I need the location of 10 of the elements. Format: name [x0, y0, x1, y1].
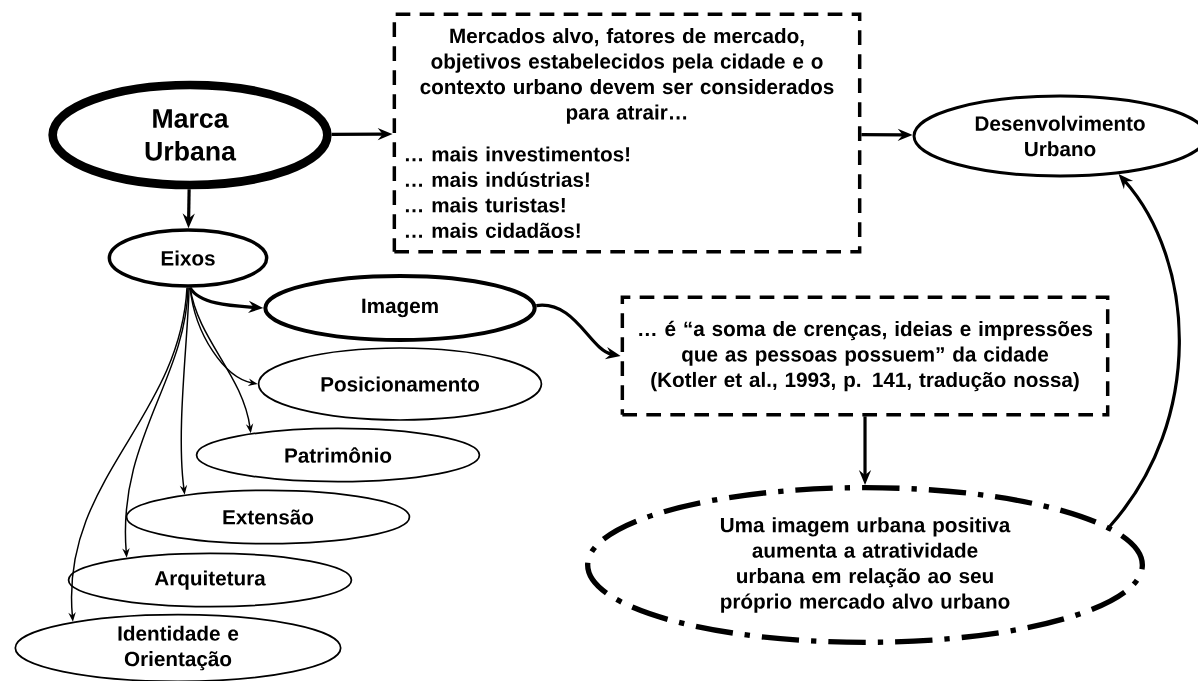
- ellipse-node: Imagem: [263, 274, 537, 342]
- ellipse-node: Extensão: [125, 489, 411, 545]
- ellipse-node: Uma imagem urbana positiva aumenta a atratividade urbana em relação ao seu próprio mercado alvo urbano: [585, 485, 1145, 645]
- ellipse-node: Eixos: [107, 228, 269, 288]
- ellipse-node: Posicionamento: [257, 347, 543, 421]
- ellipse-node: Arquitetura: [67, 552, 353, 608]
- ellipse-node: Marca Urbana: [48, 80, 332, 190]
- text-box: Mercados alvo, fatores de mercado, objetivos estabelecidos pela cidade e o contexto urbano devem ser considerados para atrair… … mais investimentos! … mais indústrias! … mais turistas! … mais cidadãos!: [392, 12, 862, 254]
- ellipse-node: Patrimônio: [195, 427, 481, 483]
- text-box: … é “a soma de crenças, ideias e impressões que as pessoas possuem” da cidade (Kotler et al., 1993, p. 141, tradução nossa): [620, 295, 1110, 417]
